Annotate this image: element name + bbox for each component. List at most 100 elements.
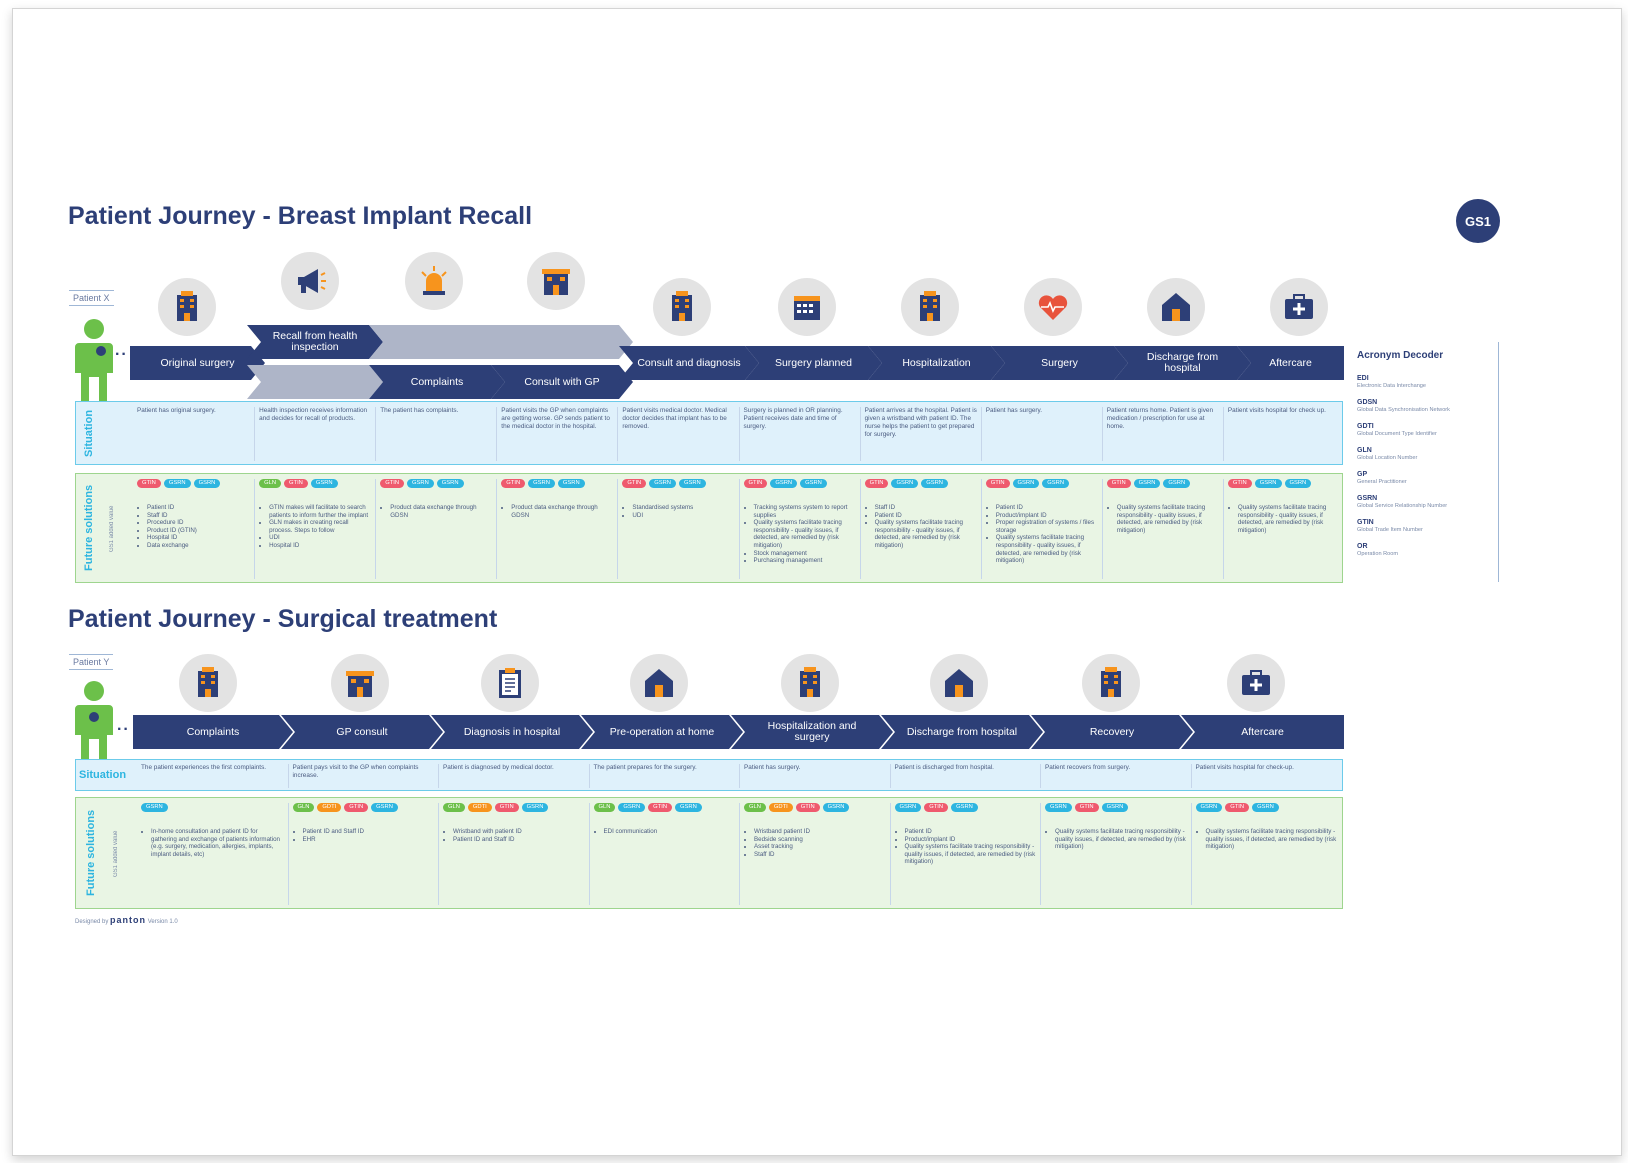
journey2-future-sublabel: GS1 added value bbox=[113, 830, 119, 878]
situation-cell: Patient recovers from surgery. bbox=[1040, 764, 1188, 788]
solution-item: Quality systems facilitate tracing respo… bbox=[996, 534, 1099, 564]
future-solution-cell: GSRNGTINGSRNQuality systems facilitate t… bbox=[1190, 803, 1339, 905]
hospital-icon bbox=[901, 278, 959, 336]
solutions-list: Wristband patient IDBedside scanningAsse… bbox=[744, 828, 887, 858]
solutions-list: Product data exchange through GDSN bbox=[380, 504, 493, 519]
step-hospitalization-and-surgery[interactable]: Hospitalization and surgery bbox=[731, 715, 893, 749]
identifier-badge: GSRN bbox=[1254, 479, 1282, 488]
solution-item: Patient ID and Staff ID bbox=[453, 836, 586, 844]
solutions-list: Quality systems facilitate tracing respo… bbox=[1107, 504, 1220, 534]
situation-cell: Patient has surgery. bbox=[739, 764, 887, 788]
step-complaints[interactable]: Complaints bbox=[369, 365, 505, 399]
identifier-badge: GSRN bbox=[649, 479, 676, 488]
identifier-badge: GSRN bbox=[521, 803, 549, 812]
future-solution-cell: GLNGSRNGTINGSRNEDI communication bbox=[588, 803, 737, 905]
identifier-badge: GSRN bbox=[894, 803, 922, 812]
step-consult-and-diagnosis[interactable]: Consult and diagnosis bbox=[619, 346, 759, 380]
identifier-badge: GLN bbox=[292, 803, 315, 812]
solution-item: Patient ID bbox=[905, 828, 1038, 836]
identifier-badge: GDTI bbox=[317, 803, 342, 812]
acronym-code: EDI bbox=[1357, 375, 1369, 382]
solution-item: Product/implant ID bbox=[996, 512, 1099, 520]
step-diagnosis-in-hospital[interactable]: Diagnosis in hospital bbox=[431, 715, 593, 749]
home-icon bbox=[930, 654, 988, 712]
identifier-badge: GSRN bbox=[1101, 803, 1129, 812]
solution-item: Patient ID bbox=[875, 512, 978, 520]
identifier-badge: GTIN bbox=[1074, 803, 1099, 812]
solutions-list: Patient IDStaff IDProcedure IDProduct ID… bbox=[137, 504, 250, 550]
acronym-description: General Practitioner bbox=[1357, 479, 1407, 485]
future-solution-cell: GTINGSRNGSRNTracking systems system to r… bbox=[738, 479, 857, 579]
journey2-situation-label: Situation bbox=[79, 769, 127, 781]
step-aftercare[interactable]: Aftercare bbox=[1237, 346, 1344, 380]
step-hospitalization[interactable]: Hospitalization bbox=[868, 346, 1005, 380]
step-pre-operation-at-home[interactable]: Pre-operation at home bbox=[581, 715, 743, 749]
step-original-surgery[interactable]: Original surgery bbox=[130, 346, 265, 380]
acronym-decoder-title: Acronym Decoder bbox=[1357, 350, 1444, 361]
solution-item: Purchasing management bbox=[754, 557, 857, 565]
identifier-badge: GTIN bbox=[985, 479, 1010, 488]
identifier-badge: GSRN bbox=[951, 803, 978, 812]
journey1-future-sublabel: GS1 added value bbox=[109, 505, 115, 553]
step-aftercare[interactable]: Aftercare bbox=[1181, 715, 1344, 749]
identifier-badge: GTIN bbox=[924, 803, 949, 812]
solution-item: Procedure ID bbox=[147, 519, 250, 527]
journey2-future-band bbox=[75, 797, 1343, 909]
identifier-badge: GTIN bbox=[648, 803, 673, 812]
situation-cell: Patient pays visit to the GP when compla… bbox=[287, 764, 436, 788]
step-discharge-from-hospital[interactable]: Discharge from hospital bbox=[1114, 346, 1251, 380]
clinic-icon bbox=[527, 252, 585, 310]
step-recovery[interactable]: Recovery bbox=[1031, 715, 1193, 749]
identifier-badge: GSRN bbox=[193, 479, 221, 488]
solutions-list: Product data exchange through GDSN bbox=[501, 504, 614, 519]
step-discharge-from-hospital[interactable]: Discharge from hospital bbox=[881, 715, 1043, 749]
heartbeat-icon bbox=[1024, 278, 1082, 336]
solution-item: Patient ID bbox=[147, 504, 250, 512]
patient-y-person-icon bbox=[75, 681, 113, 765]
acronym-code: GSRN bbox=[1357, 495, 1378, 502]
acronym-description: Electronic Data Interchange bbox=[1357, 383, 1427, 389]
identifier-badge: GSRN bbox=[371, 803, 398, 812]
identifier-badge: GTIN bbox=[344, 803, 369, 812]
step-recall-health-inspection[interactable]: Recall from health inspection bbox=[247, 325, 383, 359]
acronym-code: GTIN bbox=[1357, 519, 1374, 526]
solution-item: GTIN makes will facilitate to search pat… bbox=[269, 504, 372, 519]
future-solution-cell: GTINGSRNGSRNQuality systems facilitate t… bbox=[1101, 479, 1220, 579]
calendar-icon bbox=[778, 278, 836, 336]
acronym-description: Global Data Synchronisation Network bbox=[1357, 407, 1450, 413]
solutions-list: Patient IDProduct/implant IDProper regis… bbox=[986, 504, 1099, 565]
alarm-light-icon bbox=[405, 252, 463, 310]
identifier-badge: GSRN bbox=[770, 479, 798, 488]
step-complaints[interactable]: Complaints bbox=[133, 715, 293, 749]
patient-x-person-icon bbox=[75, 319, 113, 403]
identifier-badge: GTIN bbox=[1106, 479, 1131, 488]
step-consult-with-gp[interactable]: Consult with GP bbox=[491, 365, 633, 399]
step-surgery[interactable]: Surgery bbox=[991, 346, 1128, 380]
gs1-logo: GS1 bbox=[1456, 199, 1500, 243]
solution-item: EDI communication bbox=[604, 828, 737, 836]
solution-item: Quality systems facilitate tracing respo… bbox=[875, 519, 978, 549]
journey1-title: Patient Journey - Breast Implant Recall bbox=[68, 202, 533, 230]
identifier-badge: GSRN bbox=[163, 479, 191, 488]
solutions-list: GTIN makes will facilitate to search pat… bbox=[259, 504, 372, 550]
step-complaints-continuation bbox=[247, 365, 383, 399]
step-surgery-planned[interactable]: Surgery planned bbox=[745, 346, 882, 380]
identifier-badge: GSRN bbox=[891, 479, 919, 488]
step-gp-consult[interactable]: GP consult bbox=[281, 715, 443, 749]
solution-item: Patient ID bbox=[996, 504, 1099, 512]
situation-cell: Patient is diagnosed by medical doctor. bbox=[438, 764, 586, 788]
